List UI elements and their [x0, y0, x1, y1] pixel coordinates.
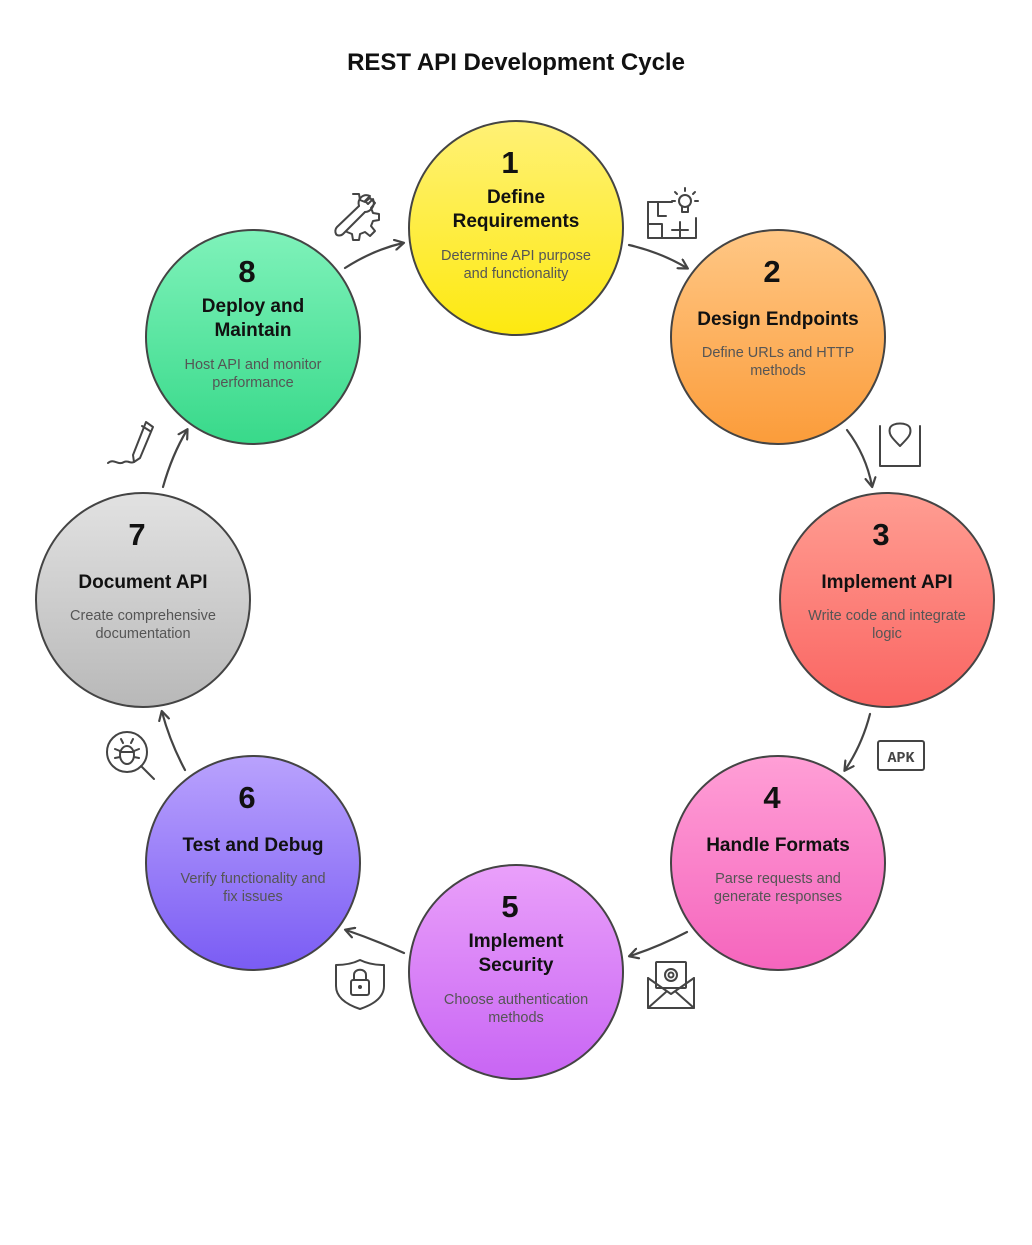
step-circle	[408, 864, 624, 1080]
step-description: Create comprehensive	[70, 608, 216, 624]
step-title: Implement API	[821, 572, 952, 593]
arrow-8-to-1	[343, 243, 403, 270]
step-description: documentation	[95, 626, 190, 642]
step-description: performance	[212, 375, 293, 391]
arrow-4-to-5	[630, 930, 689, 956]
connector-arrows	[162, 243, 872, 956]
step-number: 2	[763, 254, 780, 289]
page-title: REST API Development Cycle	[347, 49, 685, 76]
step-circle	[145, 755, 361, 971]
step-circle	[35, 492, 251, 708]
step-description: Define URLs and HTTP	[702, 345, 854, 361]
apk-icon: APK	[877, 740, 925, 771]
step-circle	[670, 755, 886, 971]
step-number: 7	[128, 517, 145, 552]
arrow-5-to-6	[346, 930, 406, 955]
shield-lock-icon	[335, 959, 385, 1010]
bug-search-icon	[106, 731, 155, 780]
step-circle	[670, 229, 886, 445]
step-title: Maintain	[214, 320, 291, 341]
step-title: Requirements	[453, 211, 580, 232]
step-circle	[145, 229, 361, 445]
step-description: logic	[872, 626, 902, 642]
location-pin-icon	[879, 422, 921, 467]
arrow-1-to-2	[627, 243, 687, 268]
step-title: Security	[479, 955, 554, 976]
email-envelope-icon	[647, 961, 695, 1009]
step-circle	[779, 492, 995, 708]
arrow-2-to-3	[845, 428, 872, 486]
step-title: Deploy and	[202, 296, 304, 317]
step-description: Determine API purpose	[441, 248, 591, 264]
arrow-3-to-4	[845, 712, 872, 770]
step-title: Implement	[468, 931, 564, 952]
step-number: 5	[501, 889, 518, 924]
gear-wrench-icon	[334, 193, 380, 241]
step-description: methods	[488, 1010, 544, 1026]
step-number: 1	[501, 145, 518, 180]
step-title: Document API	[78, 572, 207, 593]
step-circle	[408, 120, 624, 336]
step-description: Parse requests and	[715, 871, 841, 887]
pen-signature-icon	[107, 421, 154, 465]
step-description: Host API and monitor	[184, 357, 321, 373]
step-description: generate responses	[714, 889, 842, 905]
arrow-6-to-7	[162, 712, 187, 772]
step-description: Choose authentication	[444, 992, 588, 1008]
step-description: Write code and integrate	[808, 608, 966, 624]
step-title: Test and Debug	[182, 835, 323, 856]
step-number: 3	[872, 517, 889, 552]
arrow-7-to-8	[161, 430, 187, 489]
step-number: 6	[238, 780, 255, 815]
step-title: Handle Formats	[706, 835, 850, 856]
svg-text:APK: APK	[887, 750, 914, 767]
step-description: fix issues	[223, 889, 283, 905]
blueprint-lightbulb-icon	[647, 187, 699, 239]
step-number: 8	[238, 254, 255, 289]
step-title: Design Endpoints	[697, 309, 859, 330]
step-description: methods	[750, 363, 806, 379]
step-description: Verify functionality and	[180, 871, 325, 887]
step-title: Define	[487, 187, 545, 208]
step-description: and functionality	[464, 266, 570, 282]
step-number: 4	[763, 780, 781, 815]
